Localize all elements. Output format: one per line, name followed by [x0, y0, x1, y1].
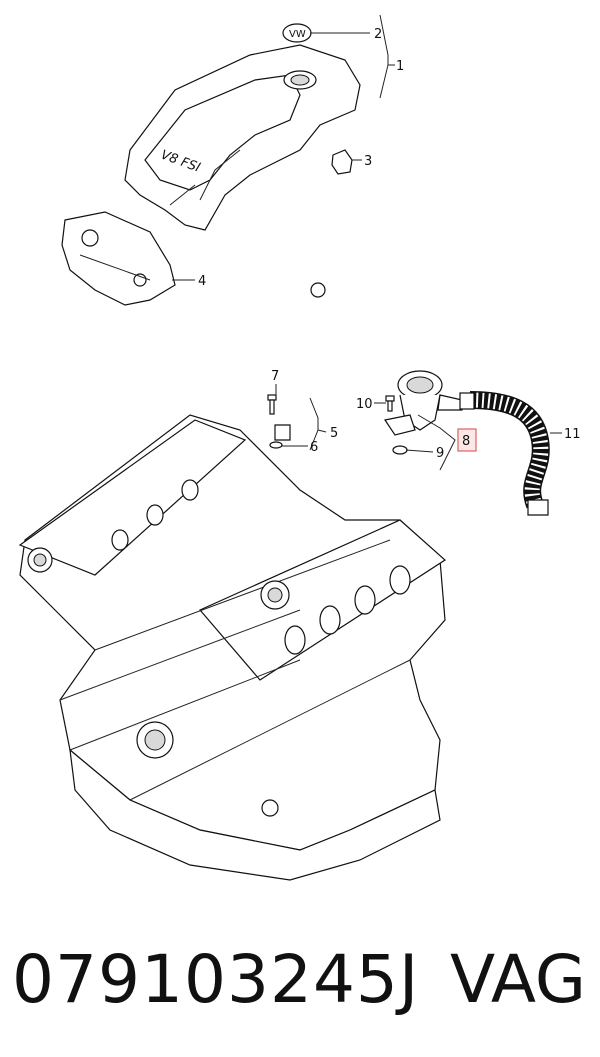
callout-2: 2	[374, 27, 382, 42]
vent-hose	[459, 391, 550, 516]
leader-lines	[172, 14, 562, 471]
bolt-small	[385, 395, 395, 412]
callout-9: 9	[436, 446, 444, 461]
seal-ring	[269, 441, 283, 449]
callout-7: 7	[271, 369, 279, 384]
exploded-parts-diagram: V8 FSI VW	[18, 14, 581, 881]
oil-pan	[69, 748, 441, 881]
callout-8: 8	[462, 434, 470, 449]
callout-6: 6	[310, 440, 318, 455]
callout-4: 4	[198, 274, 206, 289]
engine-cover: V8 FSI	[124, 44, 361, 231]
retaining-clip	[331, 149, 353, 175]
callout-5: 5	[330, 426, 338, 441]
callout-8-highlight	[457, 428, 477, 452]
emblem: VW	[282, 23, 312, 43]
oil-separator	[384, 370, 463, 436]
insulation-panel	[61, 211, 176, 306]
engine-block	[18, 414, 446, 881]
callouts: 2 1 3 4 7 5 6 10 8 9 11	[198, 27, 581, 461]
caption-bar: 079103245J VAG	[0, 925, 600, 1035]
intake-ports	[111, 479, 411, 655]
callout-1: 1	[396, 59, 404, 74]
callout-10: 10	[356, 397, 373, 412]
breather-hose	[274, 279, 326, 441]
vw-logo-icon: VW	[289, 29, 306, 40]
callout-3: 3	[364, 154, 372, 169]
brand-name: VAG	[449, 941, 586, 1018]
bolt	[267, 394, 277, 415]
part-number: 079103245J	[12, 941, 420, 1018]
callout-11: 11	[564, 427, 581, 442]
gasket-ring	[392, 445, 408, 455]
